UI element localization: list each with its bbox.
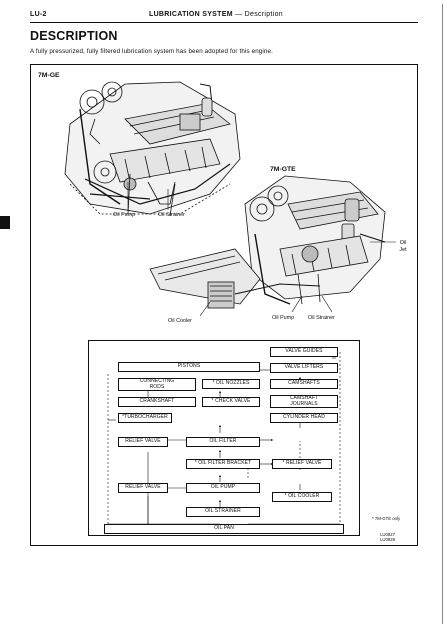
page-edge xyxy=(442,4,443,624)
subsection-name: Description xyxy=(244,11,283,18)
engine-label-7mge: 7M-GE xyxy=(38,72,60,79)
flow-relief-valve-star: * RELIEF VALVE xyxy=(272,459,332,469)
page-code: LU-2 xyxy=(30,11,47,18)
callout-oil-pump-7mge: Oil Pump xyxy=(113,212,136,218)
callout-oil-cooler: Oil Cooler xyxy=(168,318,192,324)
figure-code-1: LU0827 xyxy=(380,532,396,537)
flow-camshafts: CAMSHAFTS xyxy=(270,379,338,389)
callout-oil-strainer-7mge: Oil Strainer xyxy=(158,212,185,218)
flow-oil-pump: OIL PUMP xyxy=(186,483,260,493)
flow-valve-lifters: VALVE LIFTERS xyxy=(270,363,338,373)
flow-oil-strainer: OIL STRAINER xyxy=(186,507,260,517)
flow-check-valve: * CHECK VALVE xyxy=(202,397,260,407)
flow-oil-pan: OIL PAN xyxy=(104,524,344,534)
flow-turbocharger: *TURBOCHARGER xyxy=(118,413,172,423)
flow-footnote: * 7M-GTE only xyxy=(372,516,401,521)
flow-connecting-rods: CONNECTING RODS xyxy=(118,378,196,391)
section-separator: — xyxy=(235,11,243,18)
page-title: DESCRIPTION xyxy=(30,29,118,43)
callout-oil-pump-7mgte: Oil Pump xyxy=(272,315,295,321)
flow-relief-valve-2: RELIEF VALVE xyxy=(118,483,168,493)
engine-7mgte-drawing xyxy=(149,175,386,309)
flow-cylinder-head: CYLINDER HEAD xyxy=(270,413,338,423)
flow-oil-nozzles: * OIL NOZZLES xyxy=(202,379,260,389)
flow-camshaft-journals: CAMSHAFT JOURNALS xyxy=(270,395,338,408)
callout-oil-jet: Oil Jet xyxy=(396,240,410,254)
callout-oil-jet-text: Oil Jet xyxy=(399,240,407,253)
callout-oil-strainer-7mgte: Oil Strainer xyxy=(308,315,335,321)
engine-illustrations xyxy=(64,81,396,317)
flow-oil-filter: OIL FILTER xyxy=(186,437,260,447)
section-tab-marker xyxy=(0,216,10,229)
engine-7mge-drawing xyxy=(64,81,241,217)
header-rule xyxy=(30,22,418,23)
engine-label-7mgte: 7M-GTE xyxy=(270,166,296,173)
figure-code-2: LU0828 xyxy=(380,537,396,542)
flow-oil-filter-bracket: * OIL FILTER BRACKET xyxy=(186,459,260,469)
flow-pistons: PISTONS xyxy=(118,362,260,372)
flow-relief-valve-1: RELIEF VALVE xyxy=(118,437,168,447)
section-name: LUBRICATION SYSTEM xyxy=(149,11,233,18)
callout-leaders xyxy=(127,182,396,317)
section-title: LUBRICATION SYSTEM — Description xyxy=(149,11,283,18)
flow-valve-guides: VALVE GUIDES xyxy=(270,347,338,357)
flow-diagram-frame xyxy=(88,340,360,536)
flow-oil-cooler: * OIL COOLER xyxy=(272,492,332,502)
flow-crankshaft: CRANKSHAFT xyxy=(118,397,196,407)
intro-text: A fully pressurized, fully filtered lubr… xyxy=(30,48,273,55)
figure-panel xyxy=(30,64,418,546)
